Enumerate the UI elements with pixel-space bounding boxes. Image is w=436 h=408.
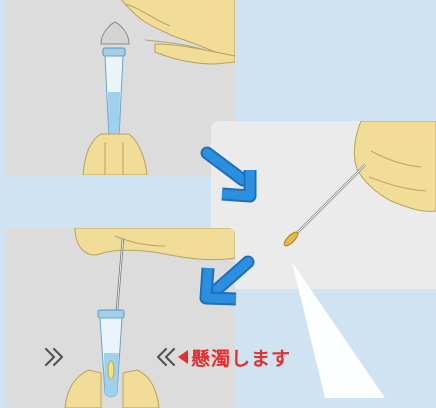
step-panel-bottom xyxy=(5,228,235,408)
pipette-tube-illustration xyxy=(82,0,235,175)
pointer-triangle-icon xyxy=(178,350,188,364)
needle-illustration xyxy=(283,121,436,247)
step-panel-top xyxy=(5,0,235,175)
suspension-illustration xyxy=(64,228,235,408)
step-panel-right xyxy=(211,121,436,289)
suspend-caption-text: 懸濁します xyxy=(191,348,292,370)
suspend-caption: 懸濁します xyxy=(178,344,291,371)
